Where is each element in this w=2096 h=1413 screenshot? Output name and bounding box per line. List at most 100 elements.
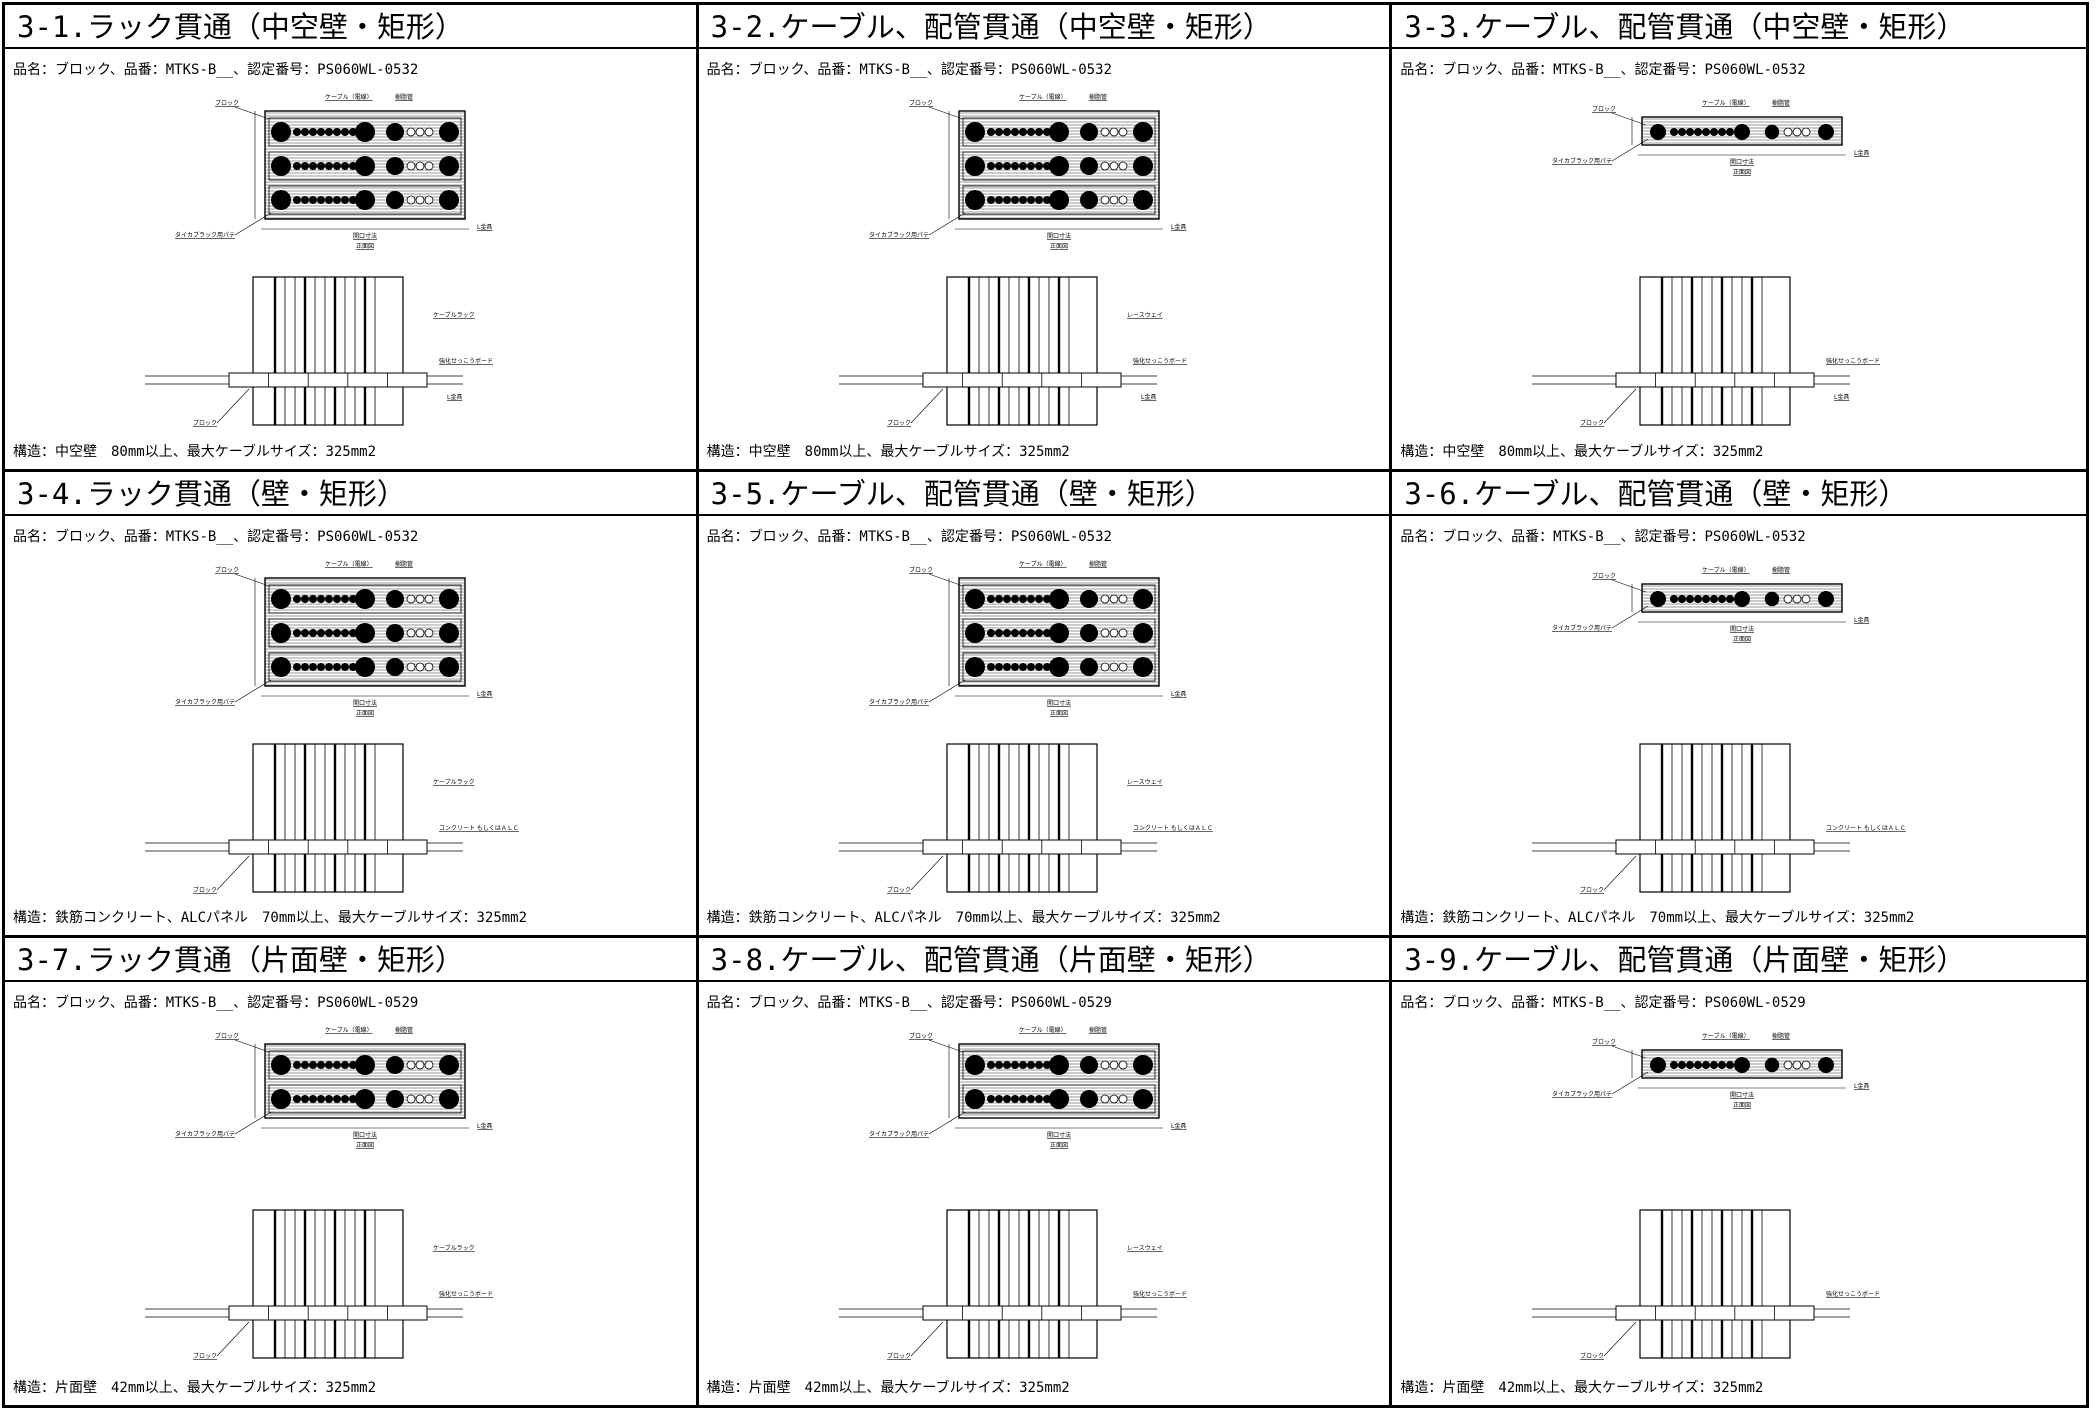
cable-large <box>1079 123 1098 141</box>
cable-small <box>293 128 301 136</box>
cable-small <box>341 196 349 204</box>
structure-info: 構造：片面壁 42mm以上、最大ケーブルサイズ：325mm2 <box>1400 1379 1764 1396</box>
detail-drawing: 開口寸法正面図ブロックケーブル（電線）樹脂管タイカブラック用パテL金具レースウェ… <box>838 1026 1187 1360</box>
cable-small <box>317 162 325 170</box>
cable-small <box>1026 1061 1035 1070</box>
leader-line <box>234 106 270 120</box>
opening-label: 開口寸法 <box>1047 232 1071 240</box>
cable-small <box>1718 594 1727 603</box>
cable-small <box>1694 128 1703 136</box>
cable-small <box>317 628 325 637</box>
fitting-callout: L金具 <box>477 1122 492 1130</box>
resin-pipe <box>1118 161 1128 171</box>
tray-row <box>962 1084 1156 1114</box>
cable-small <box>325 1061 333 1070</box>
cable-small <box>1002 162 1011 170</box>
front-view-label: 正面図 <box>1733 636 1751 643</box>
cable-small <box>301 196 309 204</box>
panel-3-2: 3-2.ケーブル、配管貫通（中空壁・矩形） 品名：ブロック、品番：MTKS-B_… <box>698 5 1393 472</box>
cable-small <box>1726 1061 1735 1070</box>
resin-pipe <box>1109 161 1119 171</box>
cable-large <box>1079 1056 1098 1075</box>
cable-small <box>986 196 995 204</box>
product-info: 品名：ブロック、品番：MTKS-B__、認定番号：PS060WL-0532 <box>1400 528 1806 545</box>
resin-pipe <box>415 127 425 137</box>
cable-callout: ケーブル（電線） <box>1702 566 1750 574</box>
tray-row <box>268 151 462 181</box>
resin-pipe <box>424 195 434 205</box>
resin-pipe <box>406 127 416 137</box>
cable-small <box>325 128 333 136</box>
cable-small <box>301 628 309 637</box>
cable-small <box>986 162 995 170</box>
cable-small <box>1042 1061 1051 1070</box>
leader-line <box>1604 1322 1637 1357</box>
cable-large <box>355 622 375 643</box>
resin-pipe <box>406 594 416 604</box>
cable-small <box>1710 1061 1719 1070</box>
cable-large <box>1132 622 1153 643</box>
leader-line <box>1612 605 1649 628</box>
tray-row <box>268 652 462 682</box>
detail-drawing: 開口寸法正面図ブロックケーブル（電線）樹脂管タイカブラック用パテL金具コンクリー… <box>1532 566 1906 894</box>
resin-pipe <box>1109 1094 1119 1104</box>
resin-pipe <box>415 161 425 171</box>
cable-small <box>1678 128 1687 136</box>
cable-large <box>439 622 459 643</box>
detail-drawing: 開口寸法正面図ブロックケーブル（電線）樹脂管タイカブラック用パテL金具ケーブルラ… <box>145 93 493 427</box>
cable-small <box>1702 594 1711 603</box>
panel-title: 3-2.ケーブル、配管貫通（中空壁・矩形） <box>698 5 1390 49</box>
cable-large <box>355 1089 375 1110</box>
cable-small <box>301 1095 309 1104</box>
block-callout: ブロック <box>193 886 217 894</box>
cable-large <box>964 622 985 643</box>
penetration-block <box>1615 839 1815 855</box>
front-view-label: 正面図 <box>1733 1102 1751 1109</box>
leader-line <box>1612 1046 1647 1059</box>
cable-large <box>1132 156 1153 176</box>
block-callout: ブロック <box>909 1032 933 1040</box>
product-info: 品名：ブロック、品番：MTKS-B__、認定番号：PS060WL-0532 <box>706 62 1112 78</box>
cable-large <box>1079 191 1098 209</box>
wall-type-callout: 強化せっこうボード <box>1133 357 1187 365</box>
fitting-callout: L金具 <box>1854 149 1869 157</box>
cable-small <box>333 128 341 136</box>
cable-small <box>1018 594 1027 603</box>
cable-small <box>341 628 349 637</box>
cable-callout: ケーブル（電線） <box>325 93 373 101</box>
opening-label: 開口寸法 <box>1730 158 1754 166</box>
panel-3-8: 3-8.ケーブル、配管貫通（片面壁・矩形） 品名：ブロック、品番：MTKS-B_… <box>698 938 1393 1405</box>
cable-small <box>1018 662 1027 671</box>
front-view-label: 正面図 <box>1050 710 1068 717</box>
resin-pipe-callout: 樹脂管 <box>1772 99 1790 107</box>
cable-small <box>986 1061 995 1070</box>
resin-pipe <box>1100 195 1110 205</box>
resin-pipe <box>406 1094 416 1104</box>
cable-large <box>386 191 404 209</box>
cable-large <box>1132 122 1153 142</box>
cable-small <box>1026 1095 1035 1104</box>
raceway-callout: レースウェイ <box>1127 311 1163 319</box>
cable-small <box>349 662 357 671</box>
penetration-block <box>922 1305 1122 1321</box>
cable-small <box>325 594 333 603</box>
resin-pipe <box>424 594 434 604</box>
leader-line <box>234 679 272 702</box>
cable-small <box>994 162 1003 170</box>
cable-small <box>1042 196 1051 204</box>
tray-row <box>962 618 1156 648</box>
panel-title: 3-9.ケーブル、配管貫通（片面壁・矩形） <box>1392 938 2086 983</box>
cable-small <box>1702 128 1711 136</box>
panel-3-1: 3-1.ラック貫通（中空壁・矩形） 品名：ブロック、品番：MTKS-B__、認定… <box>5 5 699 472</box>
cable-large <box>355 122 375 142</box>
cable-small <box>293 1061 301 1070</box>
tray-row <box>962 117 1156 147</box>
leader-line <box>216 388 250 424</box>
resin-pipe <box>415 195 425 205</box>
section-outline <box>252 1209 404 1359</box>
cable-small <box>1026 162 1035 170</box>
fitting-callout: L金具 <box>477 223 492 231</box>
resin-pipe <box>406 628 416 638</box>
tray-row <box>962 652 1156 682</box>
fitting-callout: L金具 <box>1171 223 1186 231</box>
